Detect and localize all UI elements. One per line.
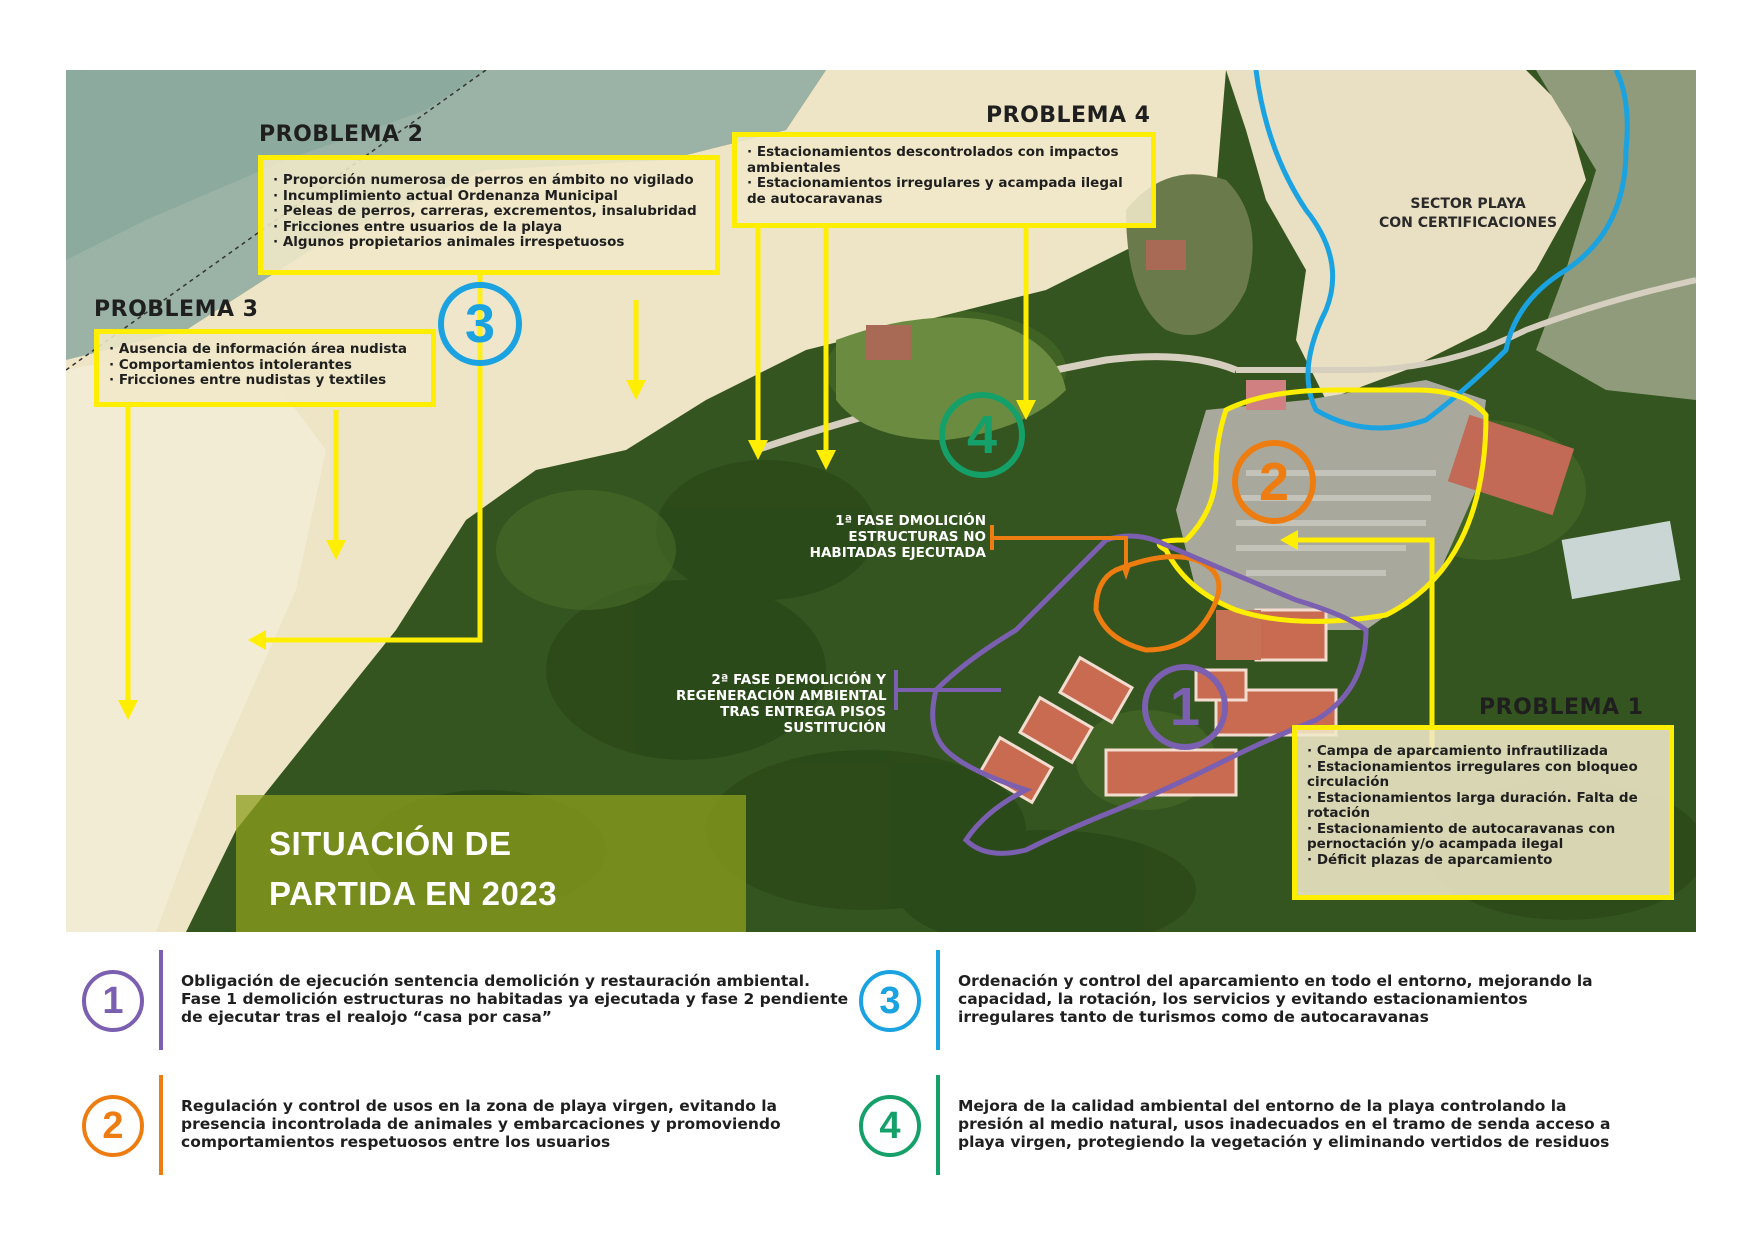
list-item: Fricciones entre nudistas y textiles bbox=[109, 372, 421, 389]
list-item: Incumplimiento actual Ordenanza Municipa… bbox=[273, 188, 705, 205]
map-marker-4: 4 bbox=[939, 392, 1025, 478]
legend-item-3: 3 Ordenación y control del aparcamiento … bbox=[843, 950, 1633, 1050]
phase-2-line: 2ª FASE DEMOLICIÓN Y bbox=[711, 672, 886, 688]
list-item: Peleas de perros, carreras, excrementos,… bbox=[273, 203, 705, 220]
problem-1-list: Campa de aparcamiento infrautilizada Est… bbox=[1307, 743, 1659, 869]
problem-2-box: Proporción numerosa de perros en ámbito … bbox=[258, 155, 720, 275]
problem-3-list: Ausencia de información área nudista Com… bbox=[109, 341, 421, 389]
legend-number-2: 2 bbox=[82, 1095, 144, 1157]
phase-2-line: REGENERACIÓN AMBIENTAL bbox=[676, 688, 887, 704]
list-item: Estacionamientos descontrolados con impa… bbox=[747, 144, 1141, 176]
problem-4-title: PROBLEMA 4 bbox=[986, 103, 1151, 128]
legend-item-1: 1 Obligación de ejecución sentencia demo… bbox=[66, 950, 856, 1050]
problem-1-box: Campa de aparcamiento infrautilizada Est… bbox=[1292, 725, 1674, 900]
legend-number-3: 3 bbox=[859, 970, 921, 1032]
list-item: Campa de aparcamiento infrautilizada bbox=[1307, 743, 1659, 760]
list-item: Estacionamientos irregulares y acampada … bbox=[747, 175, 1141, 207]
map-marker-1: 1 bbox=[1142, 664, 1228, 750]
phase-2-label: 2ª FASE DEMOLICIÓN Y REGENERACIÓN AMBIEN… bbox=[676, 672, 887, 736]
list-item: Proporción numerosa de perros en ámbito … bbox=[273, 172, 705, 189]
legend-number-4: 4 bbox=[859, 1095, 921, 1157]
sector-label-line2: CON CERTIFICACIONES bbox=[1379, 215, 1558, 231]
legend-divider bbox=[936, 1075, 940, 1175]
sector-label-line1: SECTOR PLAYA bbox=[1410, 196, 1526, 212]
phase-2-line: TRAS ENTREGA PISOS bbox=[720, 704, 886, 720]
list-item: Fricciones entre usuarios de la playa bbox=[273, 219, 705, 236]
phase-2-line: SUSTITUCIÓN bbox=[783, 720, 886, 736]
problem-4-list: Estacionamientos descontrolados con impa… bbox=[747, 144, 1141, 207]
legend-text-1: Obligación de ejecución sentencia demoli… bbox=[181, 972, 849, 1026]
map-marker-2: 2 bbox=[1232, 440, 1316, 524]
problem-4-box: Estacionamientos descontrolados con impa… bbox=[732, 132, 1156, 228]
problem-2-title: PROBLEMA 2 bbox=[259, 122, 424, 147]
legend-item-4: 4 Mejora de la calidad ambiental del ent… bbox=[843, 1075, 1633, 1175]
legend-text-3: Ordenación y control del aparcamiento en… bbox=[958, 972, 1593, 1026]
legend-divider bbox=[159, 1075, 163, 1175]
map-marker-3: 3 bbox=[438, 282, 522, 366]
phase-1-line: 1ª FASE DMOLICIÓN bbox=[835, 513, 986, 529]
sector-playa-label: SECTOR PLAYA CON CERTIFICACIONES bbox=[1379, 195, 1557, 233]
legend-divider bbox=[159, 950, 163, 1050]
problem-3-title: PROBLEMA 3 bbox=[94, 297, 259, 322]
problem-3-box: Ausencia de información área nudista Com… bbox=[94, 329, 436, 407]
problem-2-list: Proporción numerosa de perros en ámbito … bbox=[273, 172, 705, 251]
list-item: Estacionamiento de autocaravanas con per… bbox=[1307, 821, 1659, 853]
legend-divider bbox=[936, 950, 940, 1050]
legend-item-2: 2 Regulación y control de usos en la zon… bbox=[66, 1075, 856, 1175]
legend-text-4: Mejora de la calidad ambiental del entor… bbox=[958, 1097, 1611, 1151]
legend-text-2: Regulación y control de usos en la zona … bbox=[181, 1097, 781, 1151]
title-line-1: SITUACIÓN DE bbox=[269, 825, 512, 862]
phase-1-line: HABITADAS EJECUTADA bbox=[809, 545, 986, 561]
title-line-2: PARTIDA EN 2023 bbox=[269, 875, 558, 912]
list-item: Estacionamientos larga duración. Falta d… bbox=[1307, 790, 1659, 822]
list-item: Comportamientos intolerantes bbox=[109, 357, 421, 374]
legend-number-1: 1 bbox=[82, 970, 144, 1032]
list-item: Estacionamientos irregulares con bloqueo… bbox=[1307, 759, 1659, 791]
list-item: Déficit plazas de aparcamiento bbox=[1307, 852, 1659, 869]
aerial-map: PROBLEMA 2 PROBLEMA 3 PROBLEMA 4 PROBLEM… bbox=[66, 70, 1696, 932]
phase-1-label: 1ª FASE DMOLICIÓN ESTRUCTURAS NO HABITAD… bbox=[796, 513, 986, 561]
list-item: Ausencia de información área nudista bbox=[109, 341, 421, 358]
phase-1-line: ESTRUCTURAS NO bbox=[848, 529, 986, 545]
list-item: Algunos propietarios animales irrespetuo… bbox=[273, 234, 705, 251]
title-box: SITUACIÓN DE PARTIDA EN 2023 bbox=[236, 795, 746, 932]
problem-1-title: PROBLEMA 1 bbox=[1479, 695, 1644, 720]
